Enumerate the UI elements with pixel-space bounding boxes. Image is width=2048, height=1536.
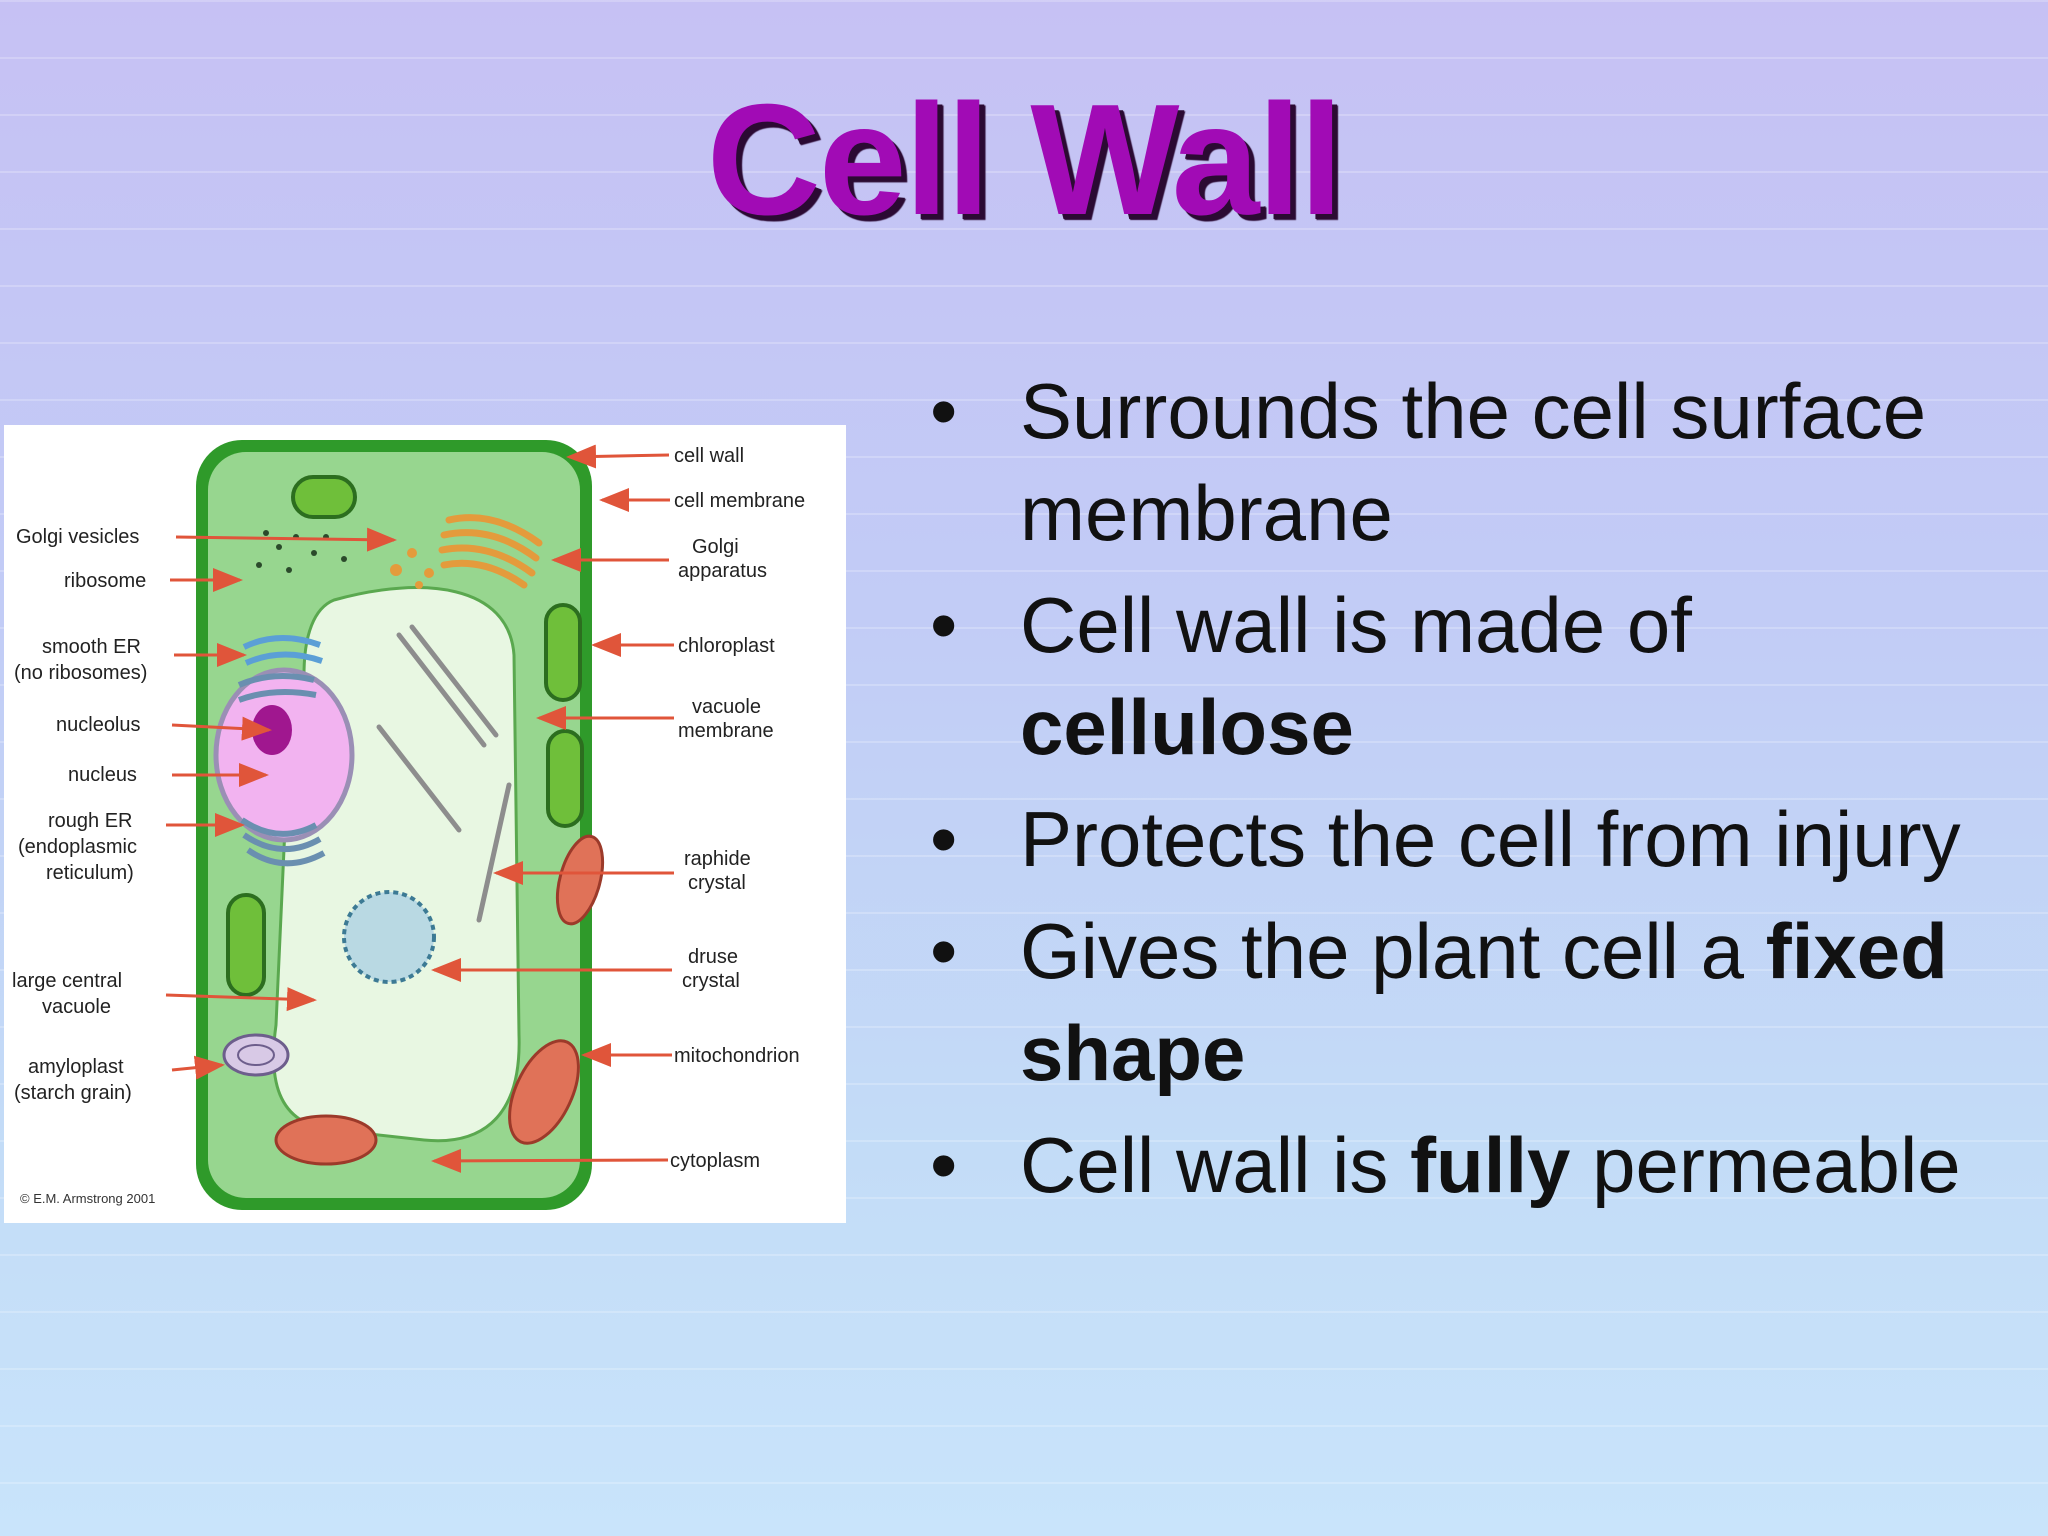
label-cell-membrane: cell membrane [674,490,805,512]
label-vacuole-membrane-1: vacuole [692,696,761,718]
label-ribosome: ribosome [64,570,146,592]
label-nucleus: nucleus [68,764,137,786]
label-starch-grain: (starch grain) [14,1082,132,1104]
bullet-text: Protects the cell from injury [1020,795,1961,883]
bullet-item: • Gives the plant cell a fixed shape [930,900,2040,1104]
label-golgi: Golgi [692,536,739,558]
amyloplast-shape [224,1035,288,1075]
label-rough-er-note-1: (endoplasmic [18,836,137,858]
bullet-item: • Cell wall is made of cellulose [930,574,2040,778]
label-vacuole: vacuole [42,996,111,1018]
label-rough-er-note-2: reticulum) [46,862,134,884]
bullet-text: Cell wall is made of [1020,581,1692,669]
label-golgi-vesicles: Golgi vesicles [16,526,139,548]
bullet-dot: • [930,360,957,462]
bullet-dot: • [930,1114,957,1216]
bullet-text: Cell wall is [1020,1121,1410,1209]
label-cytoplasm: cytoplasm [670,1150,760,1172]
bullet-bold: cellulose [1020,683,1354,771]
label-cell-wall: cell wall [674,445,744,467]
bullet-text-after: permeable [1570,1121,1960,1209]
plant-cell-illustration: Golgi vesicles ribosome smooth ER (no ri… [4,425,846,1223]
label-druse-crystal: crystal [682,970,740,992]
label-raphide: raphide [684,848,751,870]
label-druse: druse [688,946,738,968]
label-raphide-crystal: crystal [688,872,746,894]
bullet-dot: • [930,574,957,676]
label-amyloplast: amyloplast [28,1056,124,1078]
bullet-bold: fully [1410,1121,1570,1209]
vacuole-shape [274,588,520,1141]
bullet-item: • Surrounds the cell surface membrane [930,360,2040,564]
bullet-item: • Cell wall is fully permeable [930,1114,2040,1216]
nucleus-shape [216,670,352,840]
label-golgi-apparatus: apparatus [678,560,767,582]
label-chloroplast: chloroplast [678,635,775,657]
label-large-central-vacuole: large central [12,970,122,992]
label-smooth-er: smooth ER [42,636,141,658]
label-vacuole-membrane-2: membrane [678,720,774,742]
bullet-dot: • [930,788,957,890]
druse-crystal-shape [344,892,434,982]
bullet-dot: • [930,900,957,1002]
label-nucleolus: nucleolus [56,714,141,736]
label-smooth-er-note: (no ribosomes) [14,662,147,684]
label-rough-er: rough ER [48,810,133,832]
label-mitochondrion: mitochondrion [674,1045,800,1067]
bullet-text: Surrounds the cell surface membrane [1020,367,1926,557]
diagram-copyright: © E.M. Armstrong 2001 [20,1191,155,1206]
slide-title: Cell Wall [0,70,2048,251]
bullet-item: • Protects the cell from injury [930,788,2040,890]
bullet-list: • Surrounds the cell surface membrane • … [930,360,2040,1226]
bullet-text: Gives the plant cell a [1020,907,1766,995]
plant-cell-diagram: Golgi vesicles ribosome smooth ER (no ri… [4,425,846,1223]
